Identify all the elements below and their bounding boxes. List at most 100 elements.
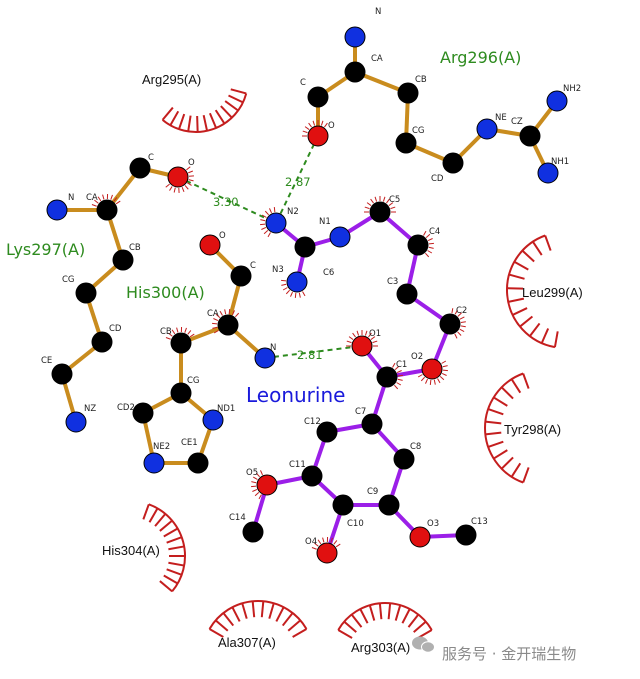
hydrophobic-arc-tyr298 (484, 372, 524, 484)
atom-label-lig-c6: C6 (323, 268, 334, 278)
atom-arg-ne (476, 118, 498, 140)
contact-spoke (219, 310, 223, 316)
atom-his-c (230, 265, 252, 287)
contact-spoke (269, 208, 272, 214)
hydrophobic-arc-tick (215, 619, 229, 632)
atom-lig-c9 (378, 494, 400, 516)
contact-spoke (281, 283, 287, 286)
contact-spoke (188, 170, 194, 174)
contact-spoke (261, 214, 267, 218)
contact-spoke (425, 378, 428, 384)
atom-label-lig-c10: C10 (347, 519, 364, 529)
contact-spoke (169, 186, 173, 191)
contact-spoke (184, 185, 189, 190)
contact-spoke (348, 336, 354, 340)
residue-label-arg303: Arg303(A) (351, 640, 410, 655)
contact-spoke (423, 230, 427, 236)
contact-spoke (302, 291, 306, 297)
atom-label-his-o: O (219, 231, 226, 241)
atom-lig-c7 (361, 413, 383, 435)
atom-lig-c14 (242, 521, 264, 543)
contact-spoke (281, 279, 287, 282)
contact-spoke (428, 246, 434, 249)
contact-spoke (459, 328, 465, 332)
ligand-name-label: Leonurine (246, 383, 345, 407)
distance-label-lys-n2: 3.30 (213, 195, 239, 209)
atom-lig-o2 (421, 358, 443, 380)
hydrophobic-arc-tick (413, 620, 427, 633)
residue-label-his304: His304(A) (102, 543, 160, 558)
contact-spoke (364, 330, 368, 336)
hydrophobic-arc-tick (553, 331, 559, 348)
contact-spoke (442, 365, 448, 368)
hydrophobic-arc-tick (168, 545, 185, 551)
atom-lig-c6 (294, 236, 316, 258)
contact-spoke (176, 327, 179, 333)
atom-his-ne2 (143, 452, 165, 474)
contact-spoke (290, 291, 293, 297)
contact-spoke (252, 489, 258, 492)
hydrophobic-arc-tick (241, 602, 248, 619)
hydrophobic-arc-tick (230, 88, 247, 95)
atom-arg-o (307, 125, 329, 147)
hydrophobic-arc-tick (287, 619, 301, 632)
atom-label-arg-nh1: NH1 (551, 157, 569, 167)
atom-label-lys-cd: CD (109, 324, 122, 334)
atom-label-his-cd2: CD2 (117, 403, 135, 413)
hydrophobic-arc-tick (394, 604, 402, 621)
atom-label-arg-n: N (375, 7, 381, 17)
residue-label-ala307: Ala307(A) (218, 635, 276, 650)
contact-spoke (184, 327, 187, 333)
contact-spoke (264, 210, 270, 216)
contact-spoke (312, 120, 316, 126)
contact-spoke (368, 332, 372, 338)
atom-arg-n (344, 26, 366, 48)
hydrophobic-arc-tick (508, 297, 525, 303)
contact-spoke (273, 207, 276, 213)
hydrophobic-arc-tick (387, 603, 392, 620)
hydrogen-bonds (177, 135, 363, 359)
atom-label-lys-ca: CA (86, 193, 98, 203)
hydrophobic-arc-tick (222, 612, 235, 627)
contact-spoke (460, 321, 466, 323)
atom-arg-ca (344, 61, 366, 83)
atom-label-lig-c12: C12 (304, 417, 321, 427)
hydrophobic-arc-tick (251, 601, 256, 618)
atom-label-arg-ca: CA (371, 54, 383, 64)
hydrophobic-arc-tick (493, 396, 508, 407)
contact-spoke (234, 312, 240, 318)
hydrophobic-arc-tick (231, 606, 241, 622)
contact-spoke (232, 310, 235, 316)
contact-spoke (459, 316, 465, 320)
hydrophobic-arc-tick (522, 373, 530, 389)
contact-spoke (397, 378, 403, 381)
contact-spoke (213, 318, 219, 321)
hydrophobic-arc-tick (513, 260, 529, 271)
contact-spoke (397, 374, 403, 377)
atom-lig-c2 (439, 313, 461, 335)
atom-label-lig-o5: O5 (246, 468, 258, 478)
atom-label-lys-cg: CG (62, 275, 75, 285)
contact-spoke (188, 179, 194, 182)
hydrophobic-arc-tick (540, 328, 550, 344)
contact-spoke (113, 197, 118, 202)
residue-label-arg295: Arg295(A) (142, 72, 201, 87)
hydrophobic-arc-tick (202, 114, 209, 132)
contact-spoke (424, 252, 430, 258)
hydrophobic-arc-tick (196, 115, 199, 133)
hydrophobic-arc-tick (493, 449, 508, 460)
atom-label-his-ca: CA (207, 309, 219, 319)
contact-spoke (186, 166, 191, 171)
contact-spoke (314, 542, 319, 547)
atom-lys-ca (96, 199, 118, 221)
hydrophobic-arc-tick (359, 608, 369, 624)
atom-label-lig-c14: C14 (229, 513, 246, 523)
atom-lig-n1 (329, 226, 351, 248)
watermark: 服务号 · 金开瑞生物 (412, 636, 576, 663)
hydrophobic-arc-tick (500, 386, 514, 400)
hydrophobic-arc-tick (487, 440, 504, 448)
hydrophobic-arc-tick (161, 106, 174, 121)
atom-label-lig-n3: N3 (272, 265, 284, 275)
contact-spoke (110, 194, 113, 200)
contact-spoke (258, 494, 262, 500)
